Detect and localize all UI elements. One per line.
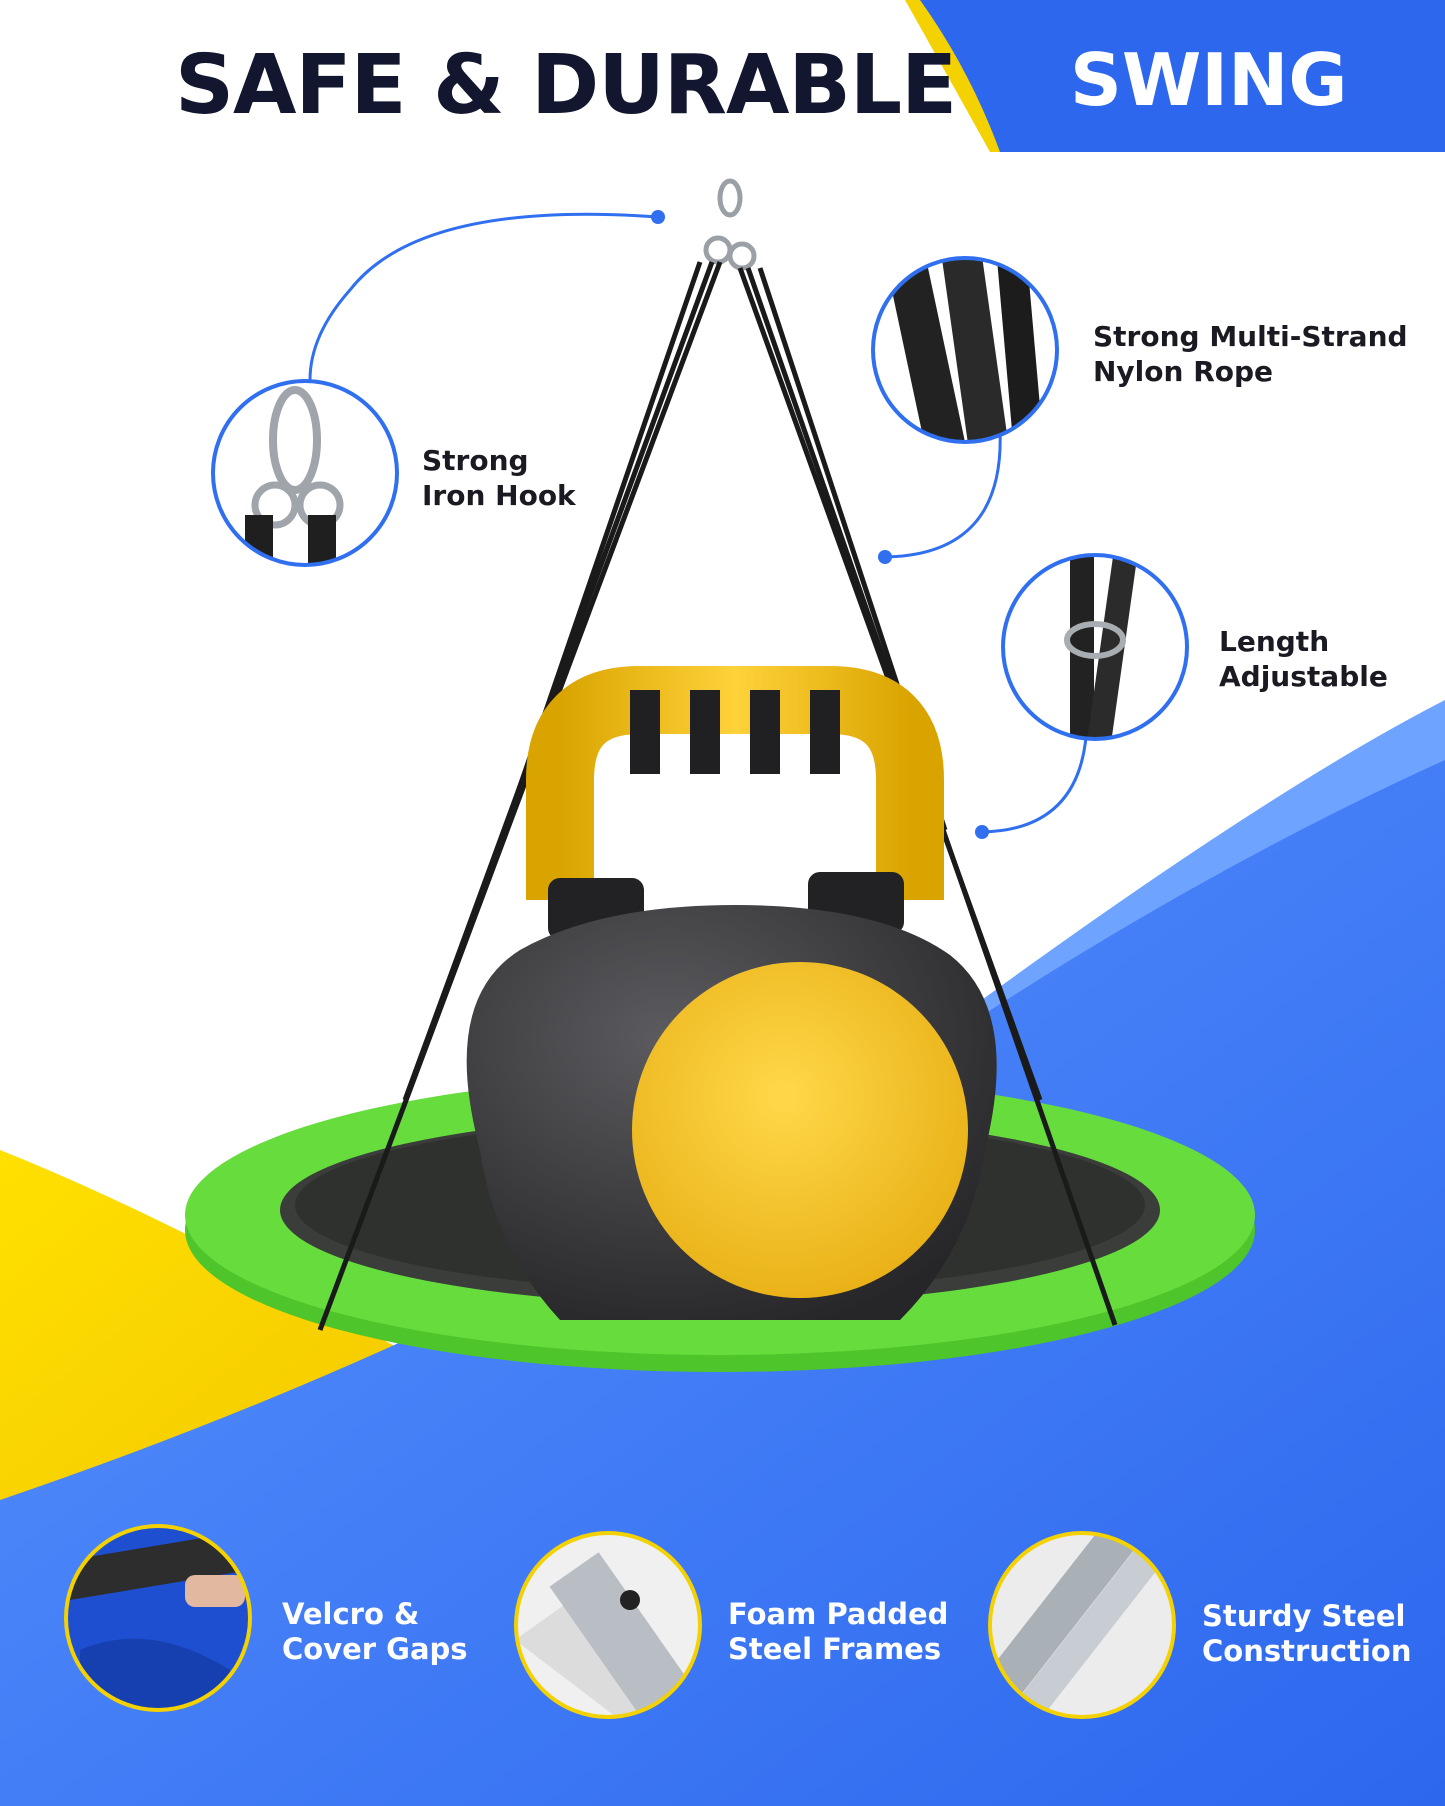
page-title: SAFE & DURABLE (175, 38, 957, 133)
feature-foam-line2: Steel Frames (728, 1632, 942, 1666)
callout-length-line1: Length (1219, 625, 1330, 658)
callout-hook-label: Strong Iron Hook (422, 443, 576, 513)
callout-hook-line1: Strong (422, 444, 529, 477)
rope-callout-image (871, 256, 1059, 444)
kettlebell (466, 666, 997, 1320)
hook-callout-image (211, 379, 399, 567)
length-callout-image (1001, 553, 1189, 741)
callout-length-line2: Adjustable (1219, 660, 1388, 693)
swing-badge-blue (920, 0, 1445, 152)
swing-badge-label: SWING (1070, 38, 1348, 122)
feature-foam-label: Foam Padded Steel Frames (728, 1597, 948, 1667)
steel-feature-image (988, 1531, 1176, 1719)
callout-rope-line1: Strong Multi-Strand (1093, 320, 1408, 353)
callout-rope-line2: Nylon Rope (1093, 355, 1274, 388)
feature-velcro-line2: Cover Gaps (282, 1632, 468, 1666)
feature-steel-line1: Sturdy Steel (1202, 1599, 1406, 1633)
foam-feature-image (514, 1531, 702, 1719)
callout-rope-label: Strong Multi-Strand Nylon Rope (1093, 319, 1408, 389)
feature-steel-line2: Construction (1202, 1634, 1412, 1668)
callout-hook-line2: Iron Hook (422, 479, 576, 512)
feature-foam-line1: Foam Padded (728, 1597, 949, 1631)
feature-velcro-line1: Velcro & (282, 1597, 420, 1631)
velcro-feature-image (64, 1524, 252, 1712)
yellow-wedge (0, 1150, 470, 1530)
feature-steel-label: Sturdy Steel Construction (1202, 1599, 1412, 1669)
feature-velcro-label: Velcro & Cover Gaps (282, 1597, 468, 1667)
callout-length-label: Length Adjustable (1219, 624, 1388, 694)
